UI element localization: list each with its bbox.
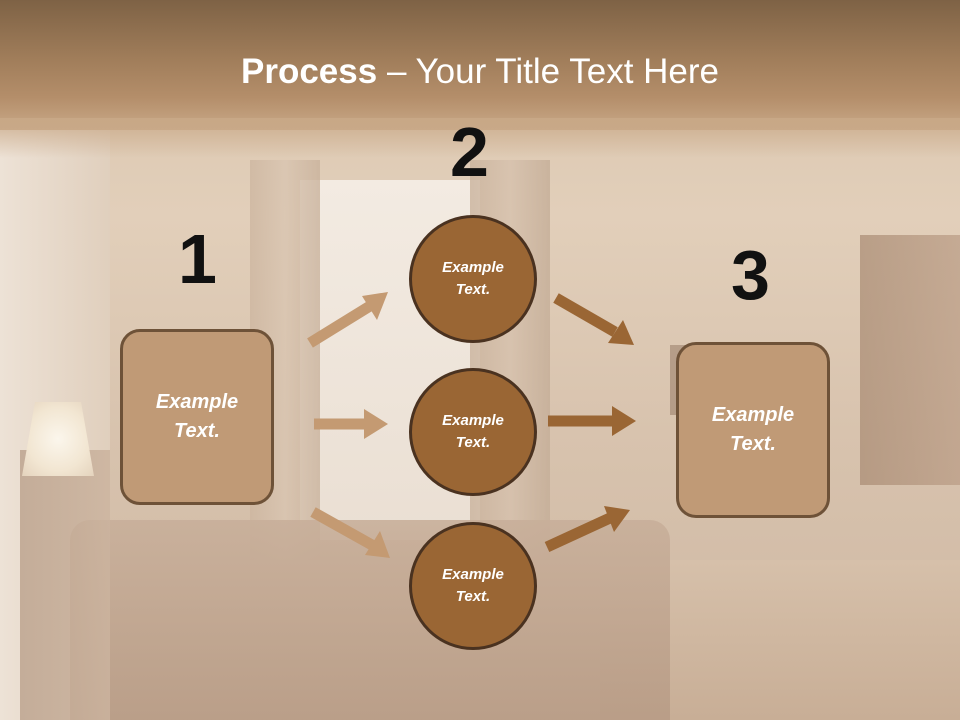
step-2-circle-top: Example Text. <box>409 215 537 343</box>
step-2-text-top: Example Text. <box>442 258 504 299</box>
background-headboard <box>20 450 110 720</box>
title-bold: Process <box>241 52 378 91</box>
step-3-box: Example Text. <box>676 342 830 518</box>
step-2-text-middle: Example Text. <box>442 411 504 452</box>
step-3-number: 3 <box>731 236 770 314</box>
arrow-1-to-2b <box>314 409 388 439</box>
title-bar-fade <box>0 118 960 158</box>
background-lamp <box>22 402 94 476</box>
step-1-number: 1 <box>178 220 217 298</box>
arrow-2a-to-3 <box>553 293 634 345</box>
arrow-2c-to-3 <box>544 506 630 552</box>
step-2-circle-bottom: Example Text. <box>409 522 537 650</box>
step-1-box: Example Text. <box>120 329 274 505</box>
step-1-text: Example Text. <box>155 391 239 442</box>
step-2-text-bottom: Example Text. <box>442 565 504 606</box>
title-rest: – Your Title Text Here <box>377 52 719 91</box>
step-3-text: Example Text. <box>711 404 795 455</box>
step-2-number: 2 <box>450 113 489 191</box>
title-bar <box>0 0 960 130</box>
arrow-1-to-2c <box>310 507 390 558</box>
arrow-2b-to-3 <box>548 406 636 436</box>
step-2-circle-middle: Example Text. <box>409 368 537 496</box>
background-cabinet <box>860 235 960 485</box>
slide-title: Process – Your Title Text Here <box>0 52 960 92</box>
arrow-1-to-2a <box>307 292 388 348</box>
